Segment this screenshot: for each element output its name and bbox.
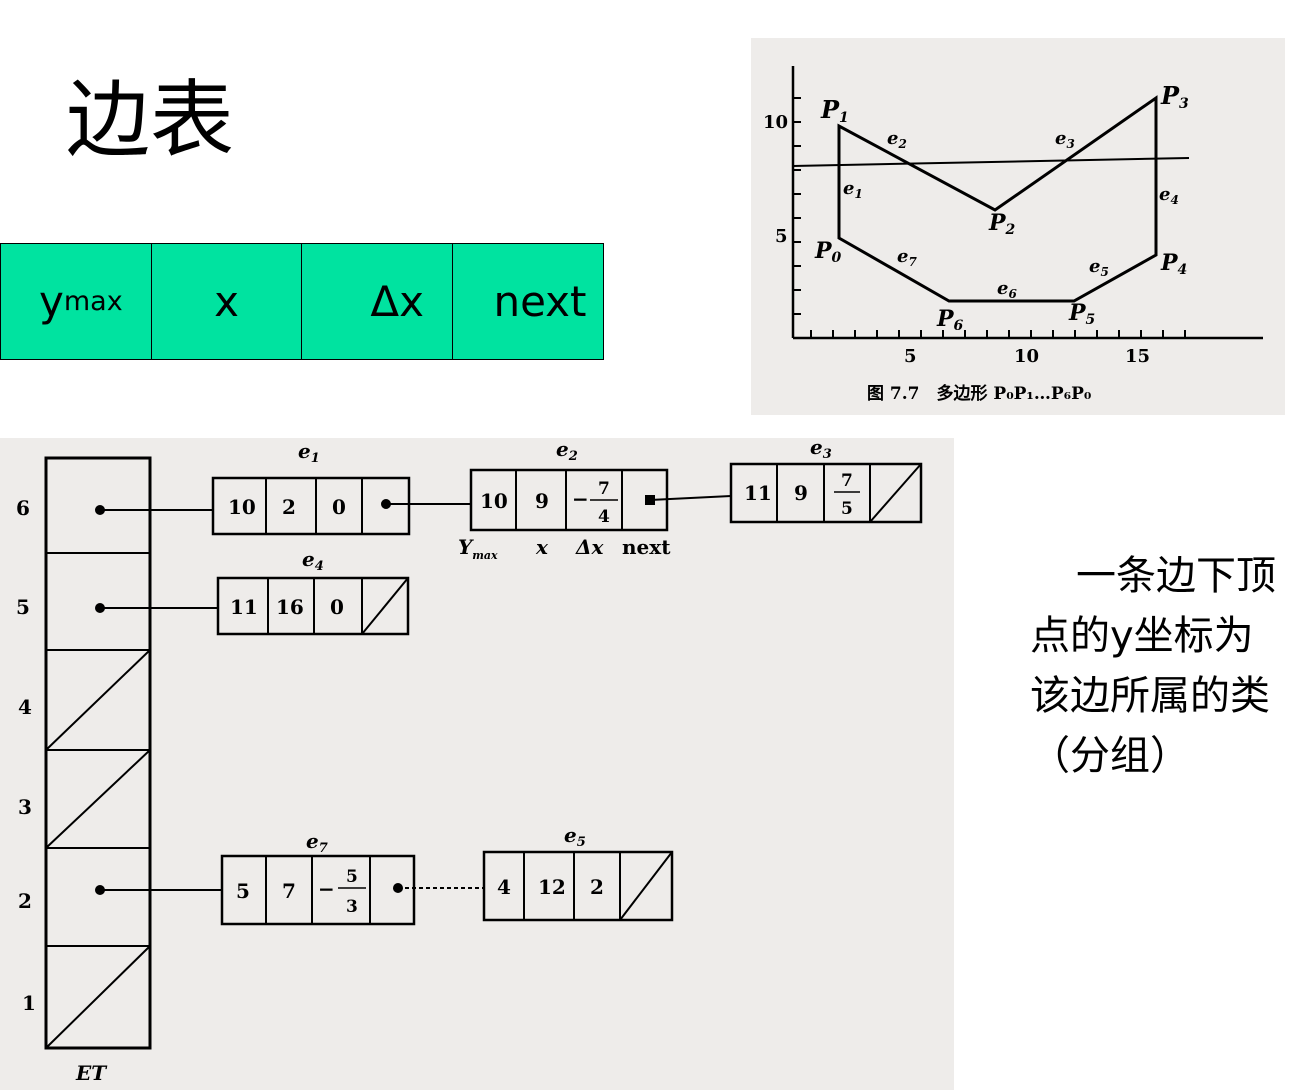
node-e1-dx: 0 xyxy=(332,495,346,519)
et-label: ET xyxy=(75,1061,108,1085)
node-e2-name: e2 xyxy=(556,438,578,464)
vertex-p3: P3 xyxy=(1160,81,1189,112)
node-field-labels: Ymax x Δx next xyxy=(458,535,671,562)
edge-label-e1: e1 xyxy=(843,178,863,201)
y-tick-5: 5 xyxy=(775,226,788,247)
label-x: x xyxy=(535,535,549,559)
edge-label-e2: e2 xyxy=(887,128,907,151)
node-e2-ymax: 10 xyxy=(480,489,508,513)
field-delta-x: Δx xyxy=(301,243,453,360)
bucket-label-4: 4 xyxy=(18,695,32,719)
x-tick-5: 5 xyxy=(904,346,917,367)
x-tick-15: 15 xyxy=(1125,346,1150,367)
node-e5-x: 12 xyxy=(538,875,566,899)
node-e4-null-next xyxy=(361,577,409,635)
edge-label-e4: e4 xyxy=(1159,184,1179,207)
node-e4-x: 16 xyxy=(276,595,304,619)
node-e4-dx: 0 xyxy=(330,595,344,619)
vertex-p0: P0 xyxy=(814,238,842,266)
bucket-label-5: 5 xyxy=(16,595,30,619)
node-e1-name: e1 xyxy=(298,439,320,466)
polygon-shape xyxy=(837,95,1158,303)
node-e7-x: 7 xyxy=(282,879,296,903)
vertex-p1: P1 xyxy=(820,95,849,126)
side-note: 一条边下顶点的y坐标为该边所属的类（分组） xyxy=(1030,553,1276,779)
node-e7-name: e7 xyxy=(306,829,328,856)
vertex-p4: P4 xyxy=(1160,250,1187,278)
vertex-p2: P2 xyxy=(988,210,1016,238)
node-e2-dx-sign: − xyxy=(572,487,589,511)
node-e5: 4 12 2 xyxy=(482,850,674,922)
node-e1-ymax: 10 xyxy=(228,495,256,519)
edge-label-e7: e7 xyxy=(897,246,917,269)
node-e3: 11 9 7 5 xyxy=(729,462,923,524)
bucket-label-1: 1 xyxy=(22,991,36,1015)
edge-table-diagram: 6 5 4 3 2 1 ET e1 10 2 0 e2 xyxy=(0,438,954,1090)
figure-caption: 图 7.7 多边形 P₀P₁…P₆P₀ xyxy=(867,383,1091,404)
node-e3-dx-den: 5 xyxy=(841,499,853,519)
node-e7: 5 7 − 5 3 xyxy=(220,854,416,926)
node-e7-ymax: 5 xyxy=(236,879,250,903)
x-tick-10: 10 xyxy=(1014,346,1039,367)
node-e2: 10 9 − 7 4 xyxy=(469,468,669,532)
slide-title: 边表 xyxy=(66,71,235,169)
node-e5-name: e5 xyxy=(564,823,586,850)
pointer-arrows xyxy=(95,495,732,895)
diagram-background xyxy=(0,438,954,1090)
node-e2-dx-num: 7 xyxy=(598,479,610,499)
edge-label-e5: e5 xyxy=(1089,256,1109,279)
vertex-p6: P6 xyxy=(936,306,964,334)
node-e3-dx-num: 7 xyxy=(841,471,853,491)
bucket-label-2: 2 xyxy=(18,889,32,913)
null-slash-3 xyxy=(45,749,151,849)
edge-label-e3: e3 xyxy=(1055,128,1075,151)
label-next: next xyxy=(622,535,671,559)
null-slash-4 xyxy=(45,649,151,751)
field-x: x xyxy=(150,243,303,360)
node-e1: 10 2 0 xyxy=(211,476,411,536)
field-next: next xyxy=(451,243,604,360)
edge-label-e6: e6 xyxy=(997,278,1017,301)
label-dx: Δx xyxy=(575,535,605,559)
node-e3-ymax: 11 xyxy=(744,481,772,505)
node-e7-dx-num: 5 xyxy=(346,867,358,887)
label-ymax: Ymax xyxy=(458,535,498,562)
bucket-label-6: 6 xyxy=(16,496,30,520)
y-tick-10: 10 xyxy=(763,112,788,133)
node-e7-dx-den: 3 xyxy=(346,897,358,917)
node-e4-ymax: 11 xyxy=(230,595,258,619)
node-e2-x: 9 xyxy=(535,489,549,513)
et-bucket-column xyxy=(44,456,152,1050)
axis-ticks xyxy=(793,97,1186,338)
node-e4: 11 16 0 xyxy=(216,576,410,636)
null-slash-1 xyxy=(45,945,151,1049)
node-e4-name: e4 xyxy=(302,547,324,574)
node-e3-x: 9 xyxy=(794,481,808,505)
node-e5-dx: 2 xyxy=(590,875,604,899)
node-e3-name: e3 xyxy=(810,438,832,462)
vertex-p5: P5 xyxy=(1068,300,1095,328)
scan-line xyxy=(792,157,1190,167)
polygon-figure: 10 5 5 10 15 P1 P2 P3 P4 P5 P6 P0 e1 e2 … xyxy=(751,38,1285,415)
bucket-label-3: 3 xyxy=(18,795,32,819)
node-e3-null-next xyxy=(869,463,922,523)
node-e2-dx-den: 4 xyxy=(598,507,610,527)
node-e5-ymax: 4 xyxy=(497,875,511,899)
node-e1-x: 2 xyxy=(282,495,296,519)
node-e7-dx-sign: − xyxy=(318,877,335,901)
node-e5-null-next xyxy=(619,851,673,921)
